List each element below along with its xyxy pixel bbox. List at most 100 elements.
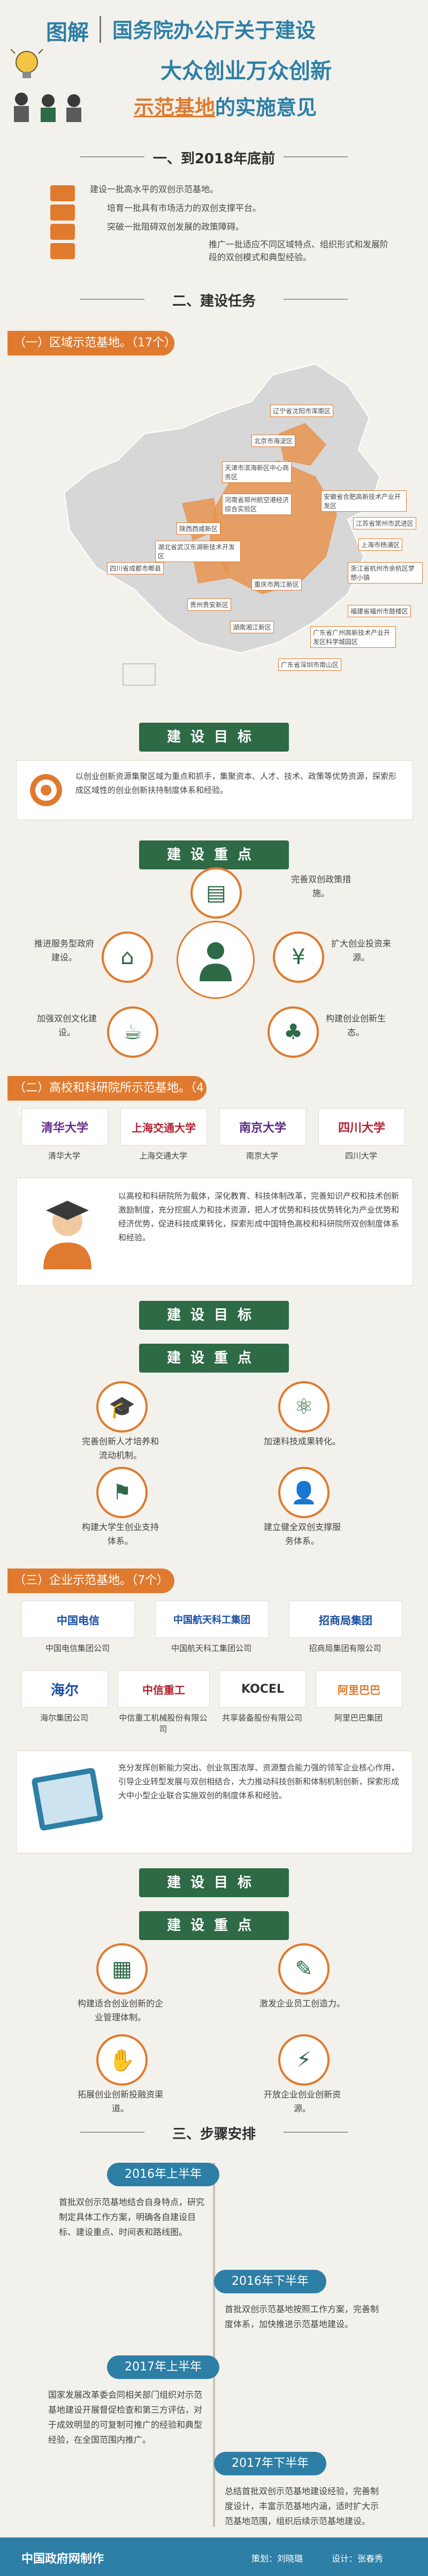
caption-haier: 海尔集团公司 xyxy=(40,1713,88,1723)
caption-china-merchants: 招商局集团有限公司 xyxy=(309,1643,381,1653)
title-divider xyxy=(100,16,101,43)
univ-key-item-1: 完善创新人才培养和流动机制。 xyxy=(81,1436,159,1460)
univ-key-ribbon: 建设重点 xyxy=(139,1344,289,1373)
goal-ribbon: 建设目标 xyxy=(139,723,289,752)
step-3-text: 国家发展改革委会同相关部门组织对示范基地建设开展督促检查和第三方评估，对于成效明… xyxy=(48,2390,203,2445)
map-label: 广东省深圳市南山区 xyxy=(278,658,342,671)
footer-designer: 设计：张春秀 xyxy=(332,2554,384,2564)
tree-icon: ♣ xyxy=(268,1006,319,1058)
person-icon: 👤 xyxy=(278,1467,330,1518)
key-center-icon xyxy=(177,921,255,999)
stack-icon xyxy=(48,182,80,262)
map-label: 河南省郑州航空港经济综合实验区 xyxy=(222,494,292,515)
key-ribbon: 建设重点 xyxy=(139,840,289,869)
logo-casic: 中国航天科工集团 xyxy=(155,1601,269,1638)
step-1-time: 2016年上半年 xyxy=(107,2163,219,2186)
univ-key-item-3: 构建大学生创业支持体系。 xyxy=(81,1522,159,1546)
univ-goal-ribbon: 建设目标 xyxy=(139,1301,289,1330)
item-1: 建设一批高水平的双创示范基地。 xyxy=(90,184,219,194)
map-label: 安徽省合肥高新技术产业开发区 xyxy=(321,490,407,512)
step-4-time: 2017年下半年 xyxy=(214,2452,326,2475)
government-icon: ⌂ xyxy=(102,931,153,983)
caption-kocel: 共享装备股份有限公司 xyxy=(221,1713,302,1723)
step-4-text: 总结首批双创示范基地建设经验，完善制度设计，丰富示范基地内涵，适时扩大示范基地范… xyxy=(225,2486,379,2526)
univ-key-item-2: 加速科技成果转化。 xyxy=(263,1436,341,1446)
map-label: 上海市杨浦区 xyxy=(358,539,403,551)
item-2: 培育一批具有市场活力的双创支撑平台。 xyxy=(107,203,262,213)
caption-nju: 南京大学 xyxy=(246,1151,278,1161)
pencil-icon: ✎ xyxy=(278,1943,330,1995)
ent-key-item-3: 拓展创业创新投融资渠道。 xyxy=(77,2089,163,2113)
bulb-illustration xyxy=(10,48,43,86)
key-item-5: 推进服务型政府建设。 xyxy=(34,938,94,963)
logo-nju: 南京大学 xyxy=(219,1108,306,1146)
caption-casic: 中国航天科工集团公司 xyxy=(171,1643,251,1653)
goal-text: 以创业创新资源集聚区域为重点和抓手，集聚资本、人才、技术、政策等优势资源，探索形… xyxy=(75,771,397,795)
map-label: 广东省广州高新技术产业开发区科学城园区 xyxy=(310,626,396,648)
university-logos: 清华大学 清华大学 上海交通大学 上海交通大学 南京大学 南京大学 四川大学 四… xyxy=(21,1108,407,1167)
step-2-text: 首批双创示范基地按照工作方案，完善制度体系，加快推进示范基地建设。 xyxy=(225,2304,379,2329)
map-label: 浙江省杭州市余杭区梦想小镇 xyxy=(348,562,423,584)
map-labels: 辽宁省沈阳市浑南区 北京市海淀区 天津市滨海新区中心商务区 河南省郑州航空港经济… xyxy=(0,0,428,696)
lightning-icon: ⚡ xyxy=(278,2034,330,2086)
univ-key-item-4: 建立健全双创支撑服务体系。 xyxy=(263,1522,341,1546)
logo-scu: 四川大学 xyxy=(318,1108,405,1146)
key-item-3: 构建创业创新生态。 xyxy=(325,1013,386,1037)
caption-citic-heavy: 中信重工机械股份有限公司 xyxy=(119,1713,208,1734)
map-label: 江苏省常州市武进区 xyxy=(353,517,417,529)
caption-sjtu: 上海交通大学 xyxy=(139,1151,187,1161)
document-icon: ▤ xyxy=(190,867,242,919)
ent-goal-box: 充分发挥创新能力突出、创业氛围浓厚、资源整合能力强的领军企业核心作用，引导企业转… xyxy=(16,1751,413,1853)
map-label: 重庆市两江新区 xyxy=(251,578,302,590)
map-label: 四川省成都市郫县 xyxy=(107,562,164,574)
section3-rule-right xyxy=(284,2132,348,2133)
mortarboard-icon: 🎓 xyxy=(96,1381,148,1433)
section1-rule-left xyxy=(80,156,144,157)
step-2-time: 2016年下半年 xyxy=(214,2270,326,2293)
atom-icon: ⚛ xyxy=(278,1381,330,1433)
map-label: 陕西西咸新区 xyxy=(177,522,221,535)
univ-goal-text: 以高校和科研院所为载体，深化教育、科技体制改革，完善知识产权和技术创新激励制度，… xyxy=(118,1191,400,1242)
ent-key-item-4: 开放企业创业创新资源。 xyxy=(263,2089,341,2113)
key-item-4: 加强双创文化建设。 xyxy=(36,1013,97,1037)
infographic-label: 图解 xyxy=(46,20,89,45)
key-item-1-label: 完善双创政策措施。 xyxy=(291,874,351,898)
section3-rule-left xyxy=(80,2132,144,2133)
key-item-2: 扩大创业投资来源。 xyxy=(331,938,391,963)
map-label: 辽宁省沈阳市浑南区 xyxy=(270,405,334,417)
title-rest: 的实施意见 xyxy=(215,96,317,119)
map-label: 福建省福州市鼓楼区 xyxy=(348,605,411,617)
logo-haier: 海尔 xyxy=(21,1670,108,1708)
title-line-2: 大众创业万众创新 xyxy=(160,59,332,84)
logo-china-merchants: 招商局集团 xyxy=(289,1601,402,1638)
item-3: 突破一批阻碍双创发展的政策障碍。 xyxy=(107,222,244,232)
header: 图解 国务院办公厅关于建设 大众创业万众创新 示范基地的实施意见 xyxy=(0,0,428,139)
timeline-line xyxy=(213,2163,215,2527)
caption-china-telecom: 中国电信集团公司 xyxy=(45,1643,110,1653)
logo-china-telecom: 中国电信 xyxy=(21,1601,135,1638)
title-line-1: 国务院办公厅关于建设 xyxy=(112,19,316,42)
people-illustration xyxy=(5,91,86,123)
enterprise-tag: （三）企业示范基地。（7个） xyxy=(7,1569,174,1593)
cup-icon: ☕ xyxy=(107,1006,158,1058)
ent-key-item-2: 激发企业员工创造力。 xyxy=(259,1998,345,2009)
map-label: 湖北省武汉东湖新技术开发区 xyxy=(155,541,241,562)
handshake-icon: ✋ xyxy=(96,2034,148,2086)
footer: 中国政府网制作 策划：刘晓璐 设计：张春秀 xyxy=(0,2537,428,2576)
map-label: 贵州贵安新区 xyxy=(187,598,232,611)
logo-alibaba: 阿里巴巴 xyxy=(316,1670,402,1708)
graduate-illustration xyxy=(27,1194,108,1269)
item-4: 推广一批适应不同区域特点、组织形式和发展阶段的双创模式和典型经验。 xyxy=(209,239,389,262)
building-icon: ▦ xyxy=(96,1943,148,1995)
map-label: 北京市海淀区 xyxy=(251,435,296,447)
logo-tsinghua: 清华大学 xyxy=(21,1108,108,1146)
caption-tsinghua: 清华大学 xyxy=(48,1151,80,1161)
map-label: 天津市滨海新区中心商务区 xyxy=(222,461,292,483)
section3-title: 三、步骤安排 xyxy=(172,2126,256,2142)
step-1-text: 首批双创示范基地结合自身特点，研究制定具体工作方案，明确各自建设目标、建设重点、… xyxy=(59,2197,205,2237)
ent-goal-ribbon: 建设目标 xyxy=(139,1868,289,1897)
target-icon xyxy=(27,771,65,809)
footer-brand: 中国政府网制作 xyxy=(21,2552,104,2566)
section2-title: 二、建设任务 xyxy=(172,293,256,309)
